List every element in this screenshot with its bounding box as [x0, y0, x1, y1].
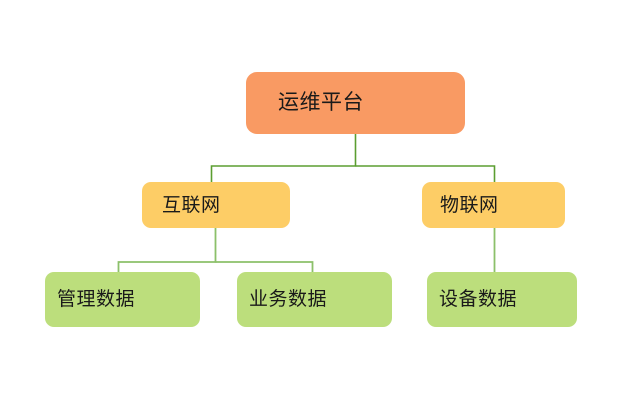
connector-root-to-internet — [210, 134, 357, 182]
node-root-platform-label: 运维平台 — [278, 90, 364, 115]
node-internet-label: 互联网 — [162, 193, 221, 216]
node-internet[interactable]: 互联网 — [142, 182, 290, 228]
connector-group-level2 — [117, 228, 496, 272]
node-root-platform[interactable]: 运维平台 — [246, 72, 465, 134]
connector-internet-to-business-data — [215, 261, 314, 272]
node-device-data[interactable]: 设备数据 — [427, 272, 577, 327]
node-business-data-label: 业务数据 — [249, 288, 328, 311]
node-iot[interactable]: 物联网 — [422, 182, 565, 228]
node-business-data[interactable]: 业务数据 — [237, 272, 392, 327]
connector-group-level1 — [210, 134, 496, 182]
node-device-data-label: 设备数据 — [439, 288, 518, 311]
node-management-data-label: 管理数据 — [57, 288, 136, 311]
node-management-data[interactable]: 管理数据 — [45, 272, 200, 327]
connector-root-to-iot — [355, 165, 496, 182]
node-iot-label: 物联网 — [440, 193, 499, 216]
connector-internet-to-management-data — [117, 228, 217, 272]
